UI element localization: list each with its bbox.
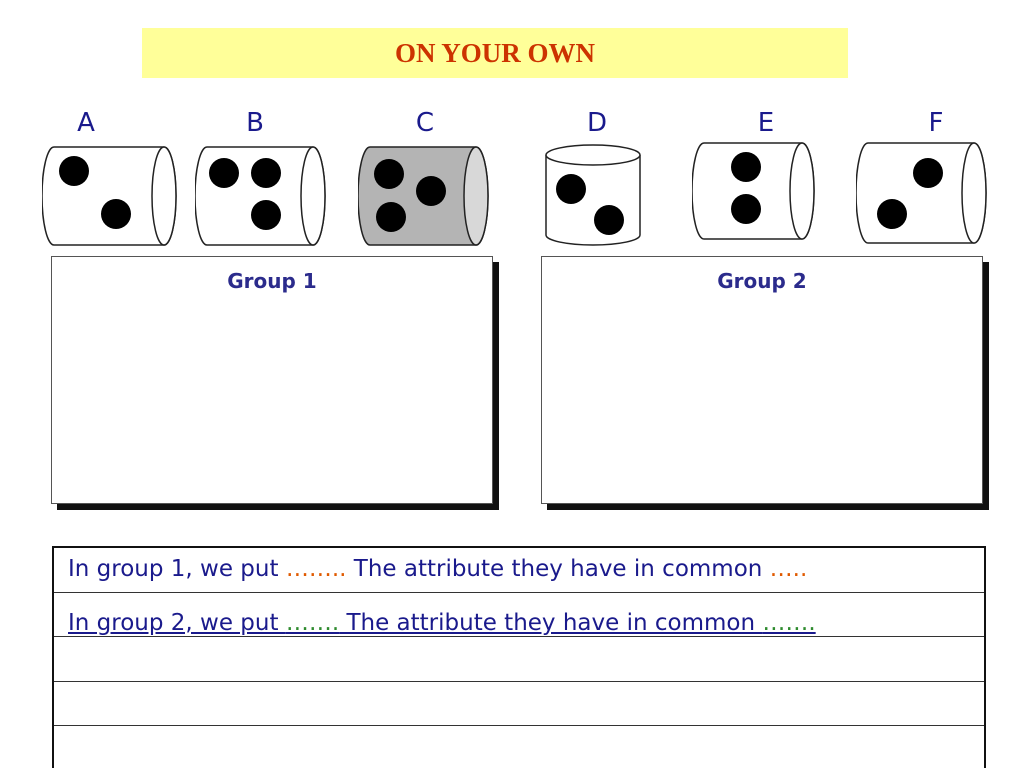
answer-row-4[interactable] xyxy=(54,681,984,726)
die-a-icon[interactable] xyxy=(42,140,178,248)
die-label-f: F xyxy=(928,108,944,138)
answer-2-middle: The attribute they have in common xyxy=(339,610,763,636)
answer-row-1[interactable]: In group 1, we put …….. The attribute th… xyxy=(54,548,984,593)
die-label-d: D xyxy=(586,108,608,138)
die-label-a: A xyxy=(77,108,95,138)
die-b-icon[interactable] xyxy=(195,140,331,248)
group-2-label: Group 2 xyxy=(717,269,807,293)
die-e-icon[interactable] xyxy=(692,140,828,248)
answer-row-2-text: In group 2, we put ……. The attribute the… xyxy=(68,610,816,636)
answer-2-blank-items: ……. xyxy=(285,610,340,636)
answer-row-2[interactable]: In group 2, we put ……. The attribute the… xyxy=(54,592,984,637)
answer-2-prefix: In group 2, we put xyxy=(68,610,286,636)
answer-table: In group 1, we put …….. The attribute th… xyxy=(52,546,986,768)
answer-1-prefix: In group 1, we put xyxy=(68,556,286,582)
answer-1-middle: The attribute they have in common xyxy=(346,556,770,582)
group-2-box[interactable]: Group 2 xyxy=(541,256,983,504)
answer-row-3[interactable] xyxy=(54,636,984,682)
group-1-box[interactable]: Group 1 xyxy=(51,256,493,504)
answer-1-blank-attribute: ….. xyxy=(769,556,808,582)
page-title: ON YOUR OWN xyxy=(395,37,595,68)
answer-row-1-text: In group 1, we put …….. The attribute th… xyxy=(68,556,807,582)
title-banner: ON YOUR OWN xyxy=(142,28,848,78)
die-label-b: B xyxy=(246,108,264,138)
die-c-icon[interactable] xyxy=(358,140,494,248)
die-label-e: E xyxy=(757,108,775,138)
die-label-c: C xyxy=(415,108,435,138)
group-1-label: Group 1 xyxy=(227,269,317,293)
die-d-icon[interactable] xyxy=(540,140,646,250)
answer-1-blank-items: …….. xyxy=(285,556,347,582)
answer-row-5[interactable] xyxy=(54,725,984,770)
die-f-icon[interactable] xyxy=(856,140,992,248)
answer-2-blank-attribute: ……. xyxy=(762,610,816,636)
